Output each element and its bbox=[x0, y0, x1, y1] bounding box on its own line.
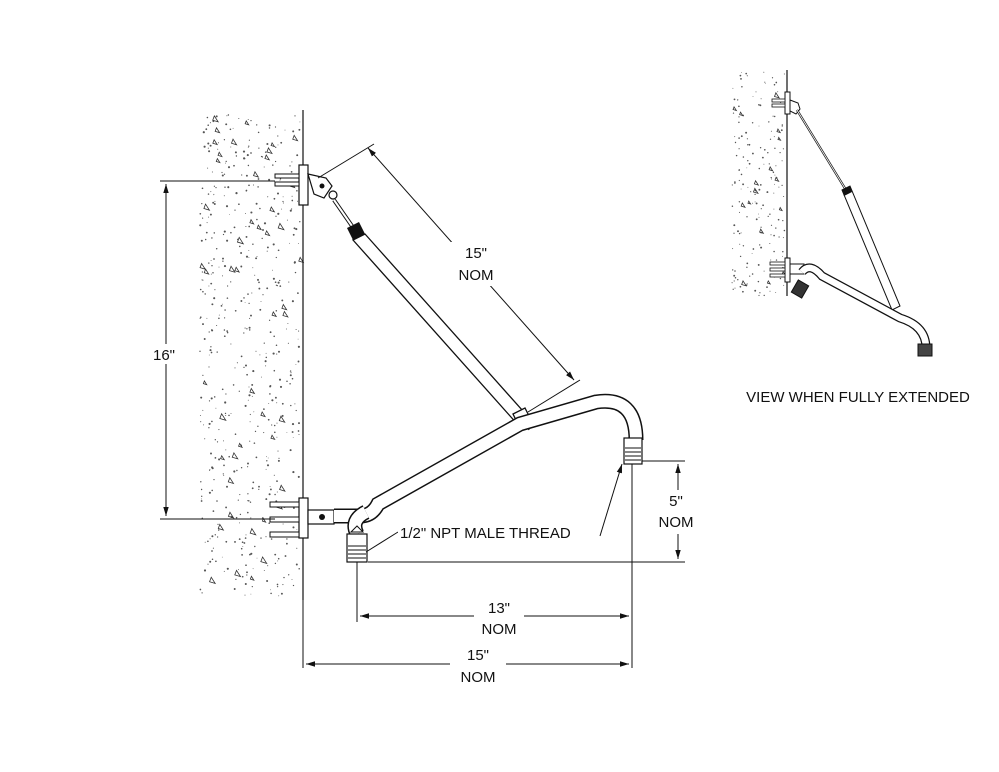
brace-length-unit: NOM bbox=[459, 267, 494, 284]
spout-drop-unit: NOM bbox=[659, 514, 694, 531]
thread-callout-label: 1/2" NPT MALE THREAD bbox=[400, 525, 571, 542]
overall-reach-value: 15" bbox=[467, 647, 489, 664]
spout-drop-value: 5" bbox=[669, 493, 683, 510]
spout-arm bbox=[334, 393, 644, 563]
overall-reach-unit: NOM bbox=[461, 669, 496, 686]
outlet-thread-left bbox=[348, 545, 366, 559]
thread-callout: 1/2" NPT MALE THREAD bbox=[365, 463, 623, 553]
brace-length-value: 15" bbox=[465, 245, 487, 262]
concrete-texture-extended bbox=[731, 71, 787, 297]
dimension-brace-length: 15" NOM bbox=[317, 143, 581, 413]
upper-wall-bracket bbox=[274, 164, 338, 206]
dimension-spout-drop: 5" NOM bbox=[368, 460, 704, 563]
concrete-texture bbox=[199, 114, 305, 597]
extended-view-caption: VIEW WHEN FULLY EXTENDED bbox=[746, 389, 970, 406]
extended-view: VIEW WHEN FULLY EXTENDED bbox=[731, 70, 970, 406]
vertical-spacing-value: 16" bbox=[153, 347, 175, 364]
dimension-spout-reach: 13" NOM bbox=[356, 464, 633, 668]
spout-reach-unit: NOM bbox=[482, 621, 517, 638]
spout-reach-value: 13" bbox=[488, 600, 510, 617]
support-brace bbox=[332, 198, 533, 431]
dimension-overall-reach: 15" NOM bbox=[302, 600, 629, 688]
outlet-thread-right bbox=[625, 447, 641, 461]
main-view: 15" NOM 16" 5" NOM 13" NOM bbox=[146, 110, 704, 688]
dimension-vertical-spacing: 16" bbox=[146, 180, 275, 520]
lower-wall-bracket bbox=[269, 497, 335, 539]
